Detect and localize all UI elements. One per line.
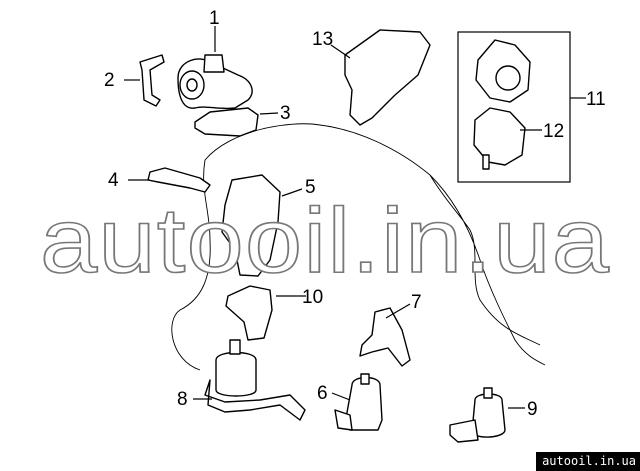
- engine-outline: [171, 123, 546, 371]
- callout-4: 4: [108, 170, 119, 191]
- part-10-bracket[interactable]: [225, 285, 273, 341]
- part-11-mount[interactable]: [475, 39, 531, 103]
- part-8-mount[interactable]: [204, 339, 306, 421]
- part-4-rod[interactable]: [147, 167, 211, 193]
- callout-2: 2: [104, 70, 115, 91]
- callout-10: 10: [302, 287, 323, 308]
- part-11-group-box: [457, 31, 571, 183]
- part-13-bracket[interactable]: [344, 29, 431, 126]
- callout-3: 3: [280, 103, 291, 124]
- part-9-mount[interactable]: [449, 387, 506, 443]
- callout-8: 8: [177, 389, 188, 410]
- part-5-bracket[interactable]: [221, 174, 281, 277]
- watermark-badge: autooil.in.ua: [536, 452, 640, 471]
- callout-6: 6: [317, 383, 328, 404]
- part-7-bracket[interactable]: [359, 307, 411, 367]
- leader-lines: [124, 26, 586, 409]
- watermark-text: autooil.in.ua: [40, 190, 610, 292]
- callout-7: 7: [411, 292, 422, 313]
- callout-1: 1: [209, 8, 220, 29]
- part-1-mount[interactable]: [177, 54, 253, 110]
- callout-13: 13: [312, 29, 333, 50]
- part-2-bracket[interactable]: [139, 54, 165, 107]
- callout-9: 9: [527, 399, 538, 420]
- part-12-mount[interactable]: [473, 107, 526, 170]
- part-3-bracket[interactable]: [194, 107, 259, 137]
- part-6-mount[interactable]: [334, 373, 383, 431]
- callout-5: 5: [305, 177, 316, 198]
- callout-12: 12: [543, 121, 564, 142]
- callout-11: 11: [586, 89, 606, 110]
